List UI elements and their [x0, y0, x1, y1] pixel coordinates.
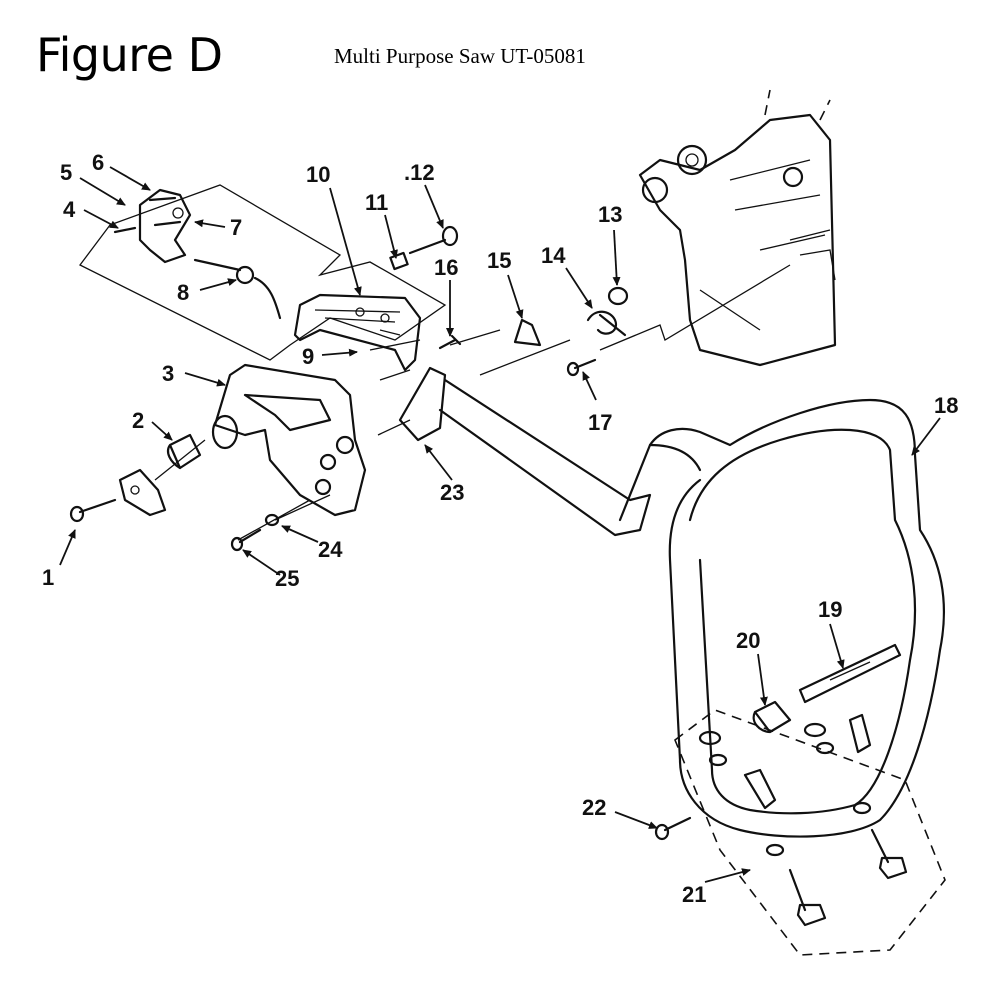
grip-plug: [166, 433, 202, 470]
explode-plane: [79, 184, 447, 361]
callout-19: 19: [818, 597, 842, 622]
callout-18: 18: [934, 393, 958, 418]
callout-10: 10: [306, 162, 330, 187]
pin-19: [798, 643, 902, 704]
callout-7: 7: [230, 215, 242, 240]
front-handle: [211, 363, 367, 517]
handle-bracket-group: [113, 188, 282, 320]
callout-25: 25: [275, 566, 299, 591]
plug-20: [752, 700, 792, 734]
callout-3: 3: [162, 361, 174, 386]
callout-14: 14: [541, 243, 566, 268]
hardware-box-21: [674, 709, 946, 956]
callout-2: 2: [132, 408, 144, 433]
nut-13: [607, 286, 629, 306]
bumper-frame: [618, 398, 946, 838]
callout-11: 11: [365, 190, 388, 215]
callout-15: 15: [487, 248, 511, 273]
plate-23: [398, 366, 652, 537]
figure-title: Figure D: [36, 28, 223, 82]
callout-17: 17: [588, 410, 612, 435]
callout-13: 13: [598, 202, 622, 227]
callout-1: 1: [42, 565, 54, 590]
model-title: Multi Purpose Saw UT-05081: [334, 44, 586, 68]
guide-lines: [154, 264, 791, 541]
callout-labels: 1 2 3 4 5 6 7 8 9 10 11 .12 13 14 15 16 …: [42, 150, 958, 907]
screw-25: [238, 528, 262, 544]
leader-lines: [59, 166, 941, 883]
callout-6: 6: [92, 150, 104, 175]
callout-16: 16: [434, 255, 458, 280]
callout-5: 5: [60, 160, 72, 185]
bolt-1-bracket: [69, 468, 167, 523]
callout-22: 22: [582, 795, 606, 820]
callout-20: 20: [736, 628, 760, 653]
callout-9: 9: [302, 344, 314, 369]
screw-16: [438, 334, 462, 350]
callout-21: 21: [682, 882, 706, 907]
callout-8: 8: [177, 280, 189, 305]
washer-24: [264, 513, 280, 527]
callout-24: 24: [318, 537, 343, 562]
clip-15: [513, 318, 542, 347]
engine-housing: [638, 89, 837, 367]
callout-23: 23: [440, 480, 464, 505]
screw-22: [663, 816, 692, 832]
mounting-brackets: [698, 713, 872, 810]
callout-4: 4: [63, 197, 76, 222]
spring-14: [586, 310, 627, 337]
handle-cover: [293, 293, 422, 372]
callout-12: .12: [404, 160, 435, 185]
